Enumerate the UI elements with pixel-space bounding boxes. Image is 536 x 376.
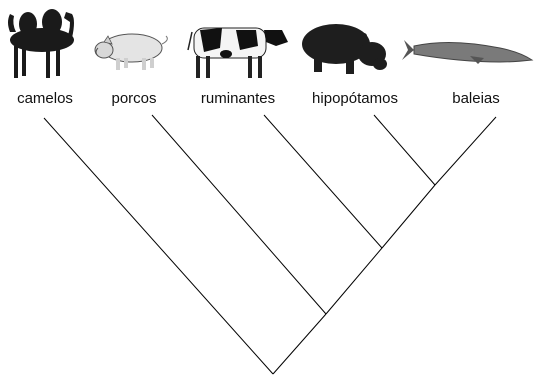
pig-icon <box>95 34 167 70</box>
cladogram-tree <box>44 115 496 374</box>
branch-node-rum-hippo-whale <box>326 248 382 314</box>
branch-ruminantes <box>264 115 382 248</box>
cow-icon <box>188 28 288 78</box>
whale-icon <box>402 40 532 64</box>
label-camelos: camelos <box>17 90 73 107</box>
label-baleias: baleias <box>452 90 500 107</box>
branch-baleias <box>435 117 496 185</box>
branch-hipopotamos <box>374 115 435 185</box>
label-porcos: porcos <box>111 90 156 107</box>
branch-root <box>273 314 326 374</box>
branch-camelos <box>44 118 273 374</box>
branch-porcos <box>152 115 326 314</box>
branch-node-hippo-whale <box>382 185 435 248</box>
camel-icon <box>8 9 74 78</box>
label-hipopotamos: hipopótamos <box>312 90 398 107</box>
hippo-icon <box>302 24 387 74</box>
label-ruminantes: ruminantes <box>201 90 275 107</box>
